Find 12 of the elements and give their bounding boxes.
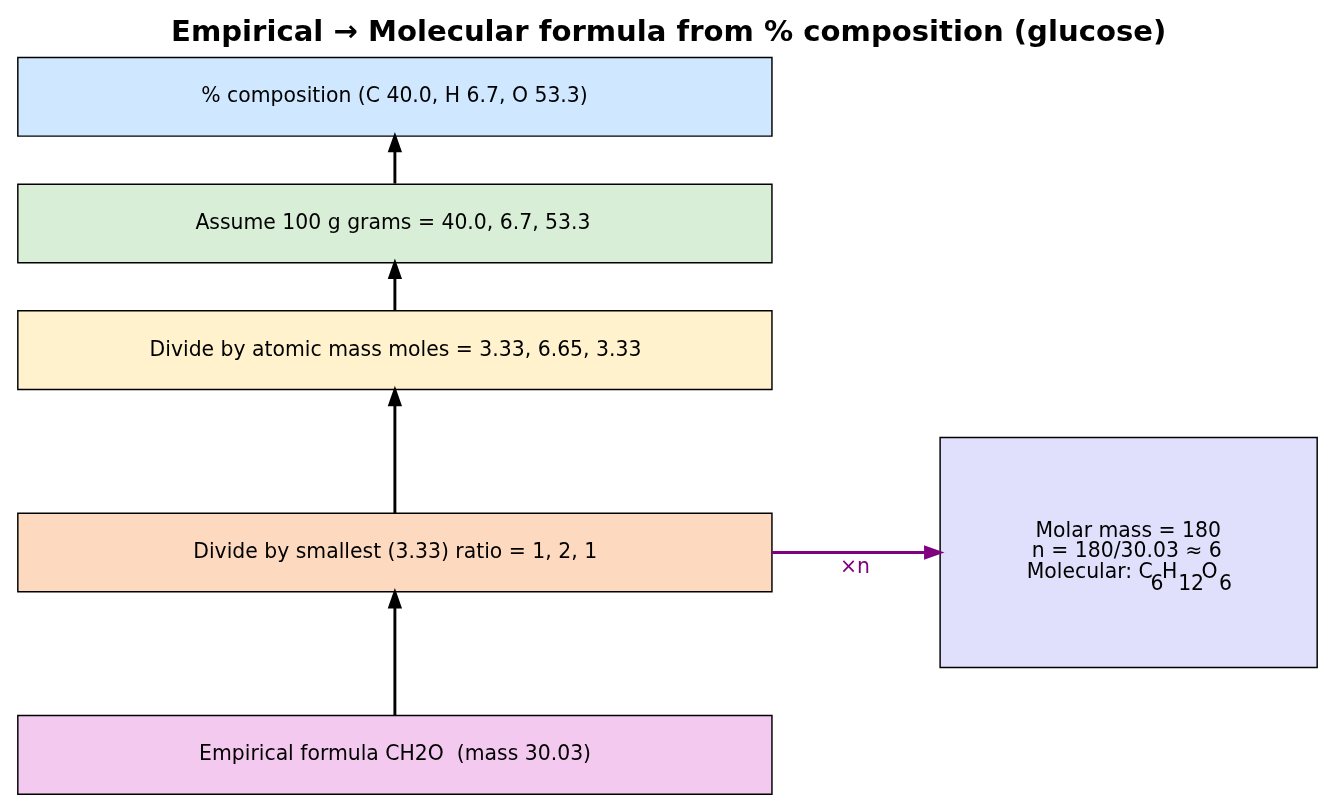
diagram-title: Empirical → Molecular formula from % composition (glucose) xyxy=(171,14,1167,49)
arrow xyxy=(387,588,403,716)
edge-label: ×n xyxy=(840,554,871,579)
node-box: Divide by atomic mass moles = 3.33, 6.65, 3.33 xyxy=(17,310,773,391)
node-box: Empirical formula CH2O (mass 30.03) xyxy=(17,714,773,795)
node-box: Assume 100 g grams = 40.0, 6.7, 53.3 xyxy=(17,183,773,264)
node-box: % composition (C 40.0, H 6.7, O 53.3) xyxy=(17,56,773,137)
arrow xyxy=(387,258,403,311)
arrow xyxy=(387,131,403,184)
arrow xyxy=(387,385,403,514)
node-box: Divide by smallest (3.33) ratio = 1, 2, 1 xyxy=(17,512,773,593)
arrow xyxy=(771,545,945,560)
